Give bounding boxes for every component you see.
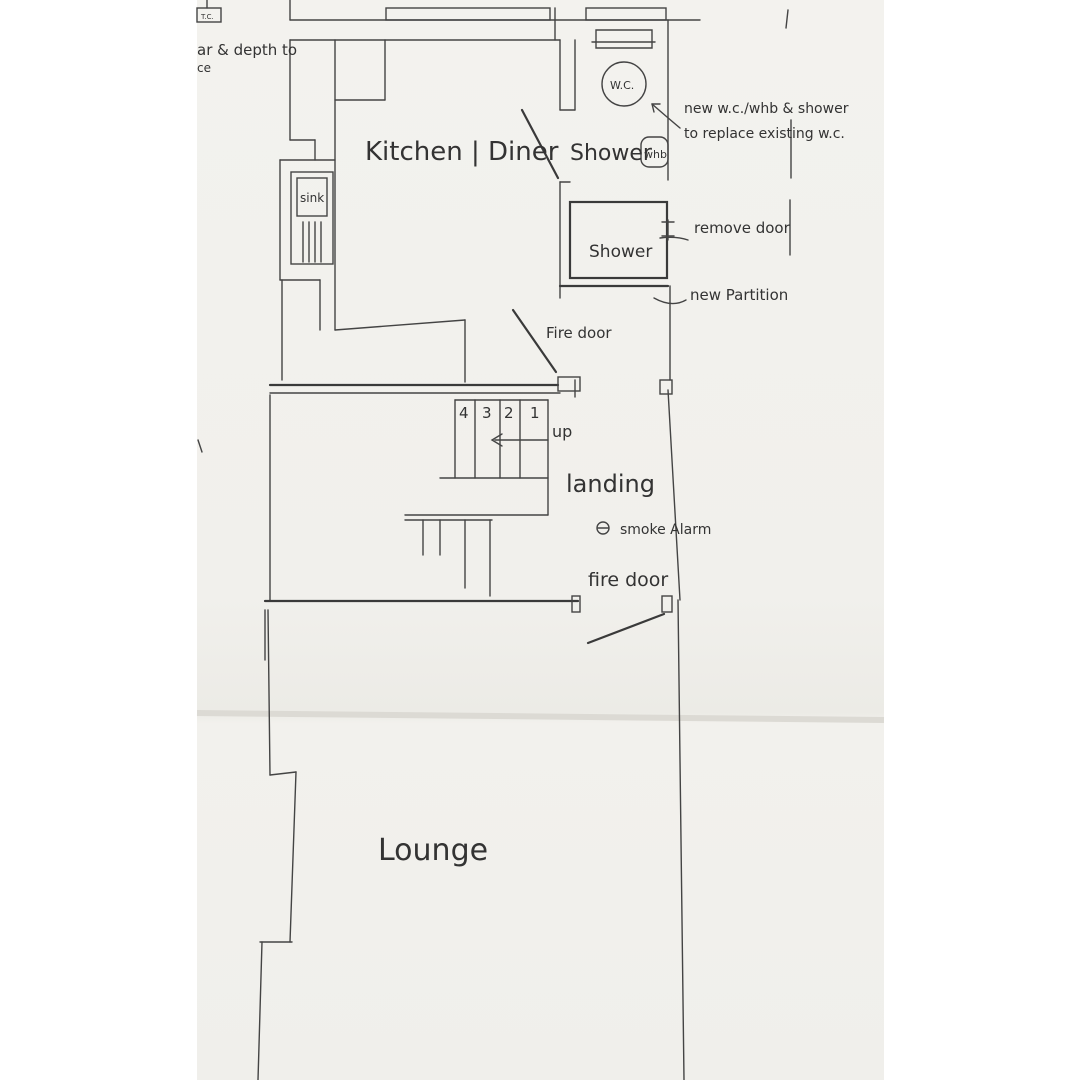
landing-label: landing <box>566 470 655 498</box>
annotation-new-wc-line1: new w.c./whb & shower <box>684 101 849 117</box>
stair-number-2: 2 <box>504 404 514 422</box>
stair-number-4: 4 <box>459 404 469 422</box>
annotation-remove-door: remove door <box>694 219 791 237</box>
fire-door-upper-label: Fire door <box>546 324 612 342</box>
sink-unit <box>290 171 334 265</box>
fire-door-upper-swing <box>511 308 558 374</box>
annotation-new-wc-line2: to replace existing w.c. <box>684 126 845 142</box>
edge-marking <box>196 7 222 23</box>
lounge-walls <box>257 595 685 1080</box>
fold-crease <box>196 710 885 723</box>
edge-note-3: T.C. <box>200 13 214 21</box>
stairs-up-label: up <box>552 422 572 441</box>
whb-label: whb <box>644 148 667 161</box>
paper-sheet <box>197 0 884 1080</box>
edge-note-2: ce <box>197 61 211 75</box>
arrow-new-wc <box>651 103 681 129</box>
arrow-remove-door <box>659 236 689 241</box>
lounge-label: Lounge <box>378 833 488 868</box>
stair-number-1: 1 <box>530 404 540 422</box>
smoke-alarm-icon <box>596 521 610 535</box>
stair-number-3: 3 <box>482 404 492 422</box>
fire-door-lower-label: fire door <box>588 569 668 591</box>
sink-label: sink <box>300 191 324 205</box>
smoke-alarm-label: smoke Alarm <box>620 522 711 538</box>
landing-walls <box>268 376 681 601</box>
kitchen-left-wall <box>279 39 466 383</box>
shower-cubicle-label: Shower <box>589 242 652 262</box>
wc-label: W.C. <box>610 79 634 92</box>
edge-note-1: ar & depth to <box>197 41 297 59</box>
arrow-new-partition <box>653 297 687 305</box>
kitchen-diner-label: Kitchen | Diner <box>365 137 559 167</box>
kitchen-door-swing <box>520 108 560 180</box>
bathroom-walls <box>554 7 675 381</box>
top-window <box>289 0 701 41</box>
fire-door-lower-swing <box>586 612 666 645</box>
shower-top-label: Shower <box>570 141 653 166</box>
annotation-new-partition: new Partition <box>690 286 788 304</box>
staircase <box>404 399 549 597</box>
